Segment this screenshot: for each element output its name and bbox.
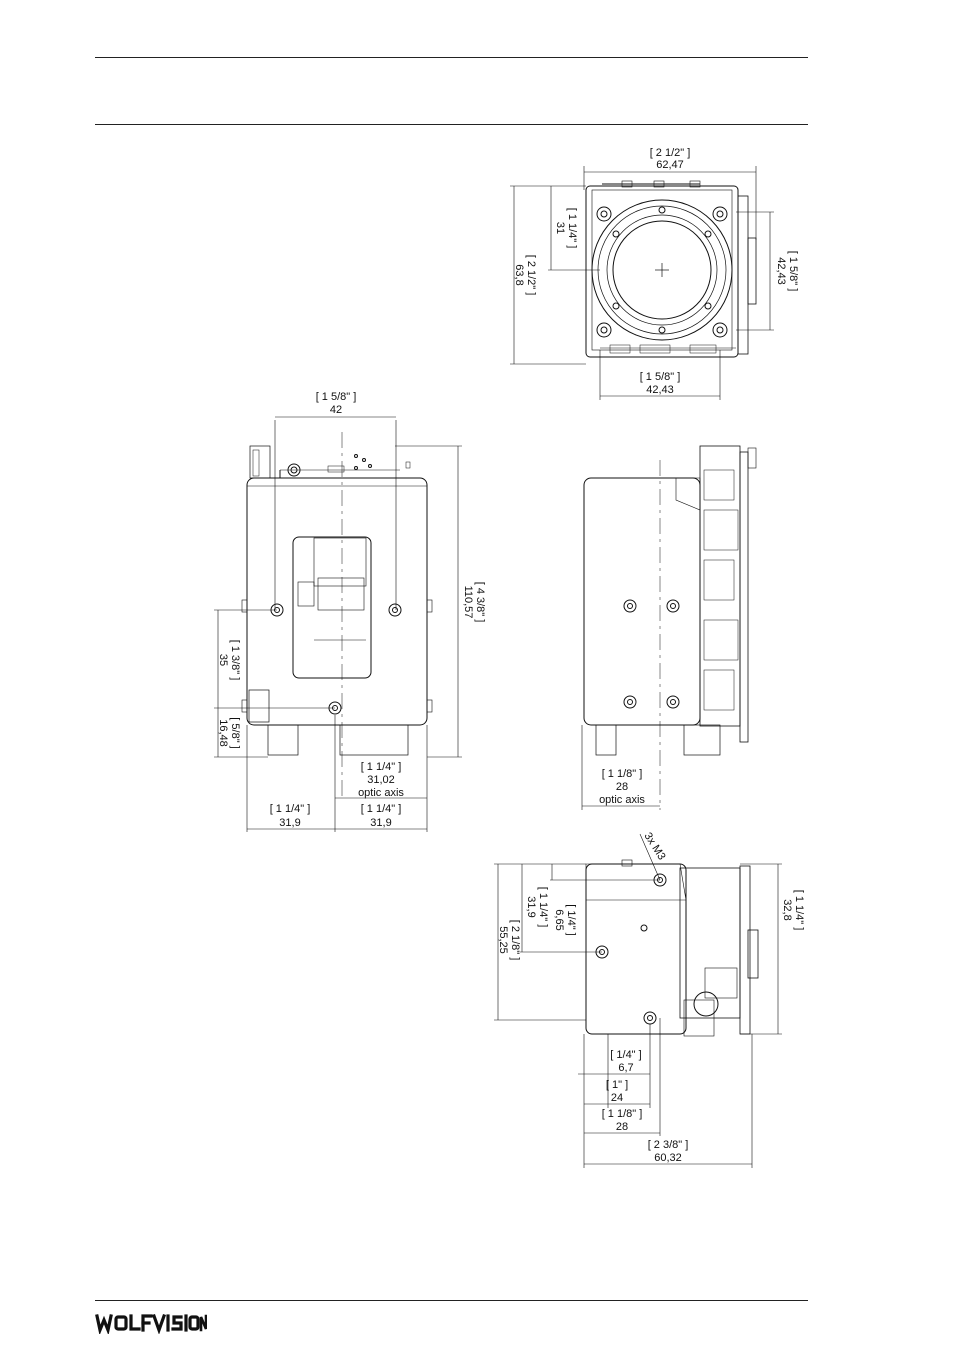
side-bottom-label: optic axis (599, 794, 645, 806)
wolfvision-logo (95, 1313, 207, 1334)
side-bottom-in: [ 1 1/8" ] (602, 768, 643, 780)
lower-left-c-in: [ 1/4" ] (565, 904, 577, 935)
lower-dim3-in: [ 1 1/8" ] (602, 1108, 643, 1120)
bottom-optic-in: [ 1 1/4" ] (361, 761, 402, 773)
side-bottom-mm: 28 (616, 781, 628, 793)
front-dimensions (510, 166, 774, 400)
bottom-right-in: [ 4 3/8" ] (474, 582, 486, 623)
lower-side-dimensions (494, 863, 782, 1168)
lower-dim1-in: [ 1/4" ] (610, 1049, 641, 1061)
bottom-left-width-in: [ 1 1/4" ] (270, 803, 311, 815)
front-right-in: [ 1 5/8" ] (787, 251, 799, 292)
lower-right-mm: 32,8 (781, 899, 793, 920)
front-left-upper-in: [ 1 1/4" ] (566, 208, 578, 249)
lower-dim4-in: [ 2 3/8" ] (648, 1139, 689, 1151)
lower-left-b-mm: 31,9 (525, 896, 537, 917)
front-left-height-mm: 63,8 (513, 264, 525, 285)
bottom-right-width-in: [ 1 1/4" ] (361, 803, 402, 815)
dimension-labels: [ 2 1/2" ] 62,47 [ 1 5/8" ] 42,43 [ 1 1/… (217, 147, 805, 1164)
front-view (585, 180, 757, 358)
front-top-width-in: [ 2 1/2" ] (650, 147, 691, 159)
bottom-right-width-mm: 31,9 (370, 817, 391, 829)
bottom-optic-mm: 31,02 (367, 774, 395, 786)
bottom-left-upper-mm: 35 (217, 654, 229, 666)
front-right-mm: 42,43 (775, 257, 787, 285)
front-left-height-in: [ 2 1/2" ] (525, 255, 537, 296)
lower-dim4-mm: 60,32 (654, 1152, 682, 1164)
front-top-width-mm: 62,47 (656, 159, 684, 171)
side-dimensions (581, 725, 660, 810)
bottom-optic-label: optic axis (358, 787, 404, 799)
front-left-upper-mm: 31 (554, 222, 566, 234)
bottom-right-mm: 110,57 (462, 586, 474, 619)
lower-right-in: [ 1 1/4" ] (793, 890, 805, 931)
bottom-top-in: [ 1 5/8" ] (316, 391, 357, 403)
lower-left-b-in: [ 1 1/4" ] (537, 887, 549, 928)
bottom-left-lower-mm: 16,48 (217, 719, 229, 747)
bottom-view (241, 432, 433, 800)
header-rule-top (95, 57, 808, 58)
lower-dim1-mm: 6,7 (618, 1062, 633, 1074)
footer-rule (95, 1300, 808, 1301)
lower-left-c-mm: 6,65 (553, 909, 565, 930)
front-bottom-in: [ 1 5/8" ] (640, 371, 681, 383)
bottom-dimensions (214, 416, 462, 832)
side-view (583, 445, 757, 810)
lower-left-a-in: [ 2 1/8" ] (509, 920, 521, 961)
lower-dim2-mm: 24 (611, 1092, 623, 1104)
bottom-left-upper-in: [ 1 3/8" ] (229, 640, 241, 681)
front-bottom-mm: 42,43 (646, 384, 674, 396)
bottom-top-mm: 42 (330, 404, 342, 416)
lower-side-view (585, 833, 759, 1037)
lower-left-a-mm: 55,25 (497, 926, 509, 954)
lower-dim3-mm: 28 (616, 1121, 628, 1133)
header-rule-bottom (95, 124, 808, 125)
lower-dim2-in: [ 1" ] (606, 1079, 628, 1091)
bottom-left-width-mm: 31,9 (279, 817, 300, 829)
bottom-left-lower-in: [ 5/8" ] (229, 717, 241, 748)
